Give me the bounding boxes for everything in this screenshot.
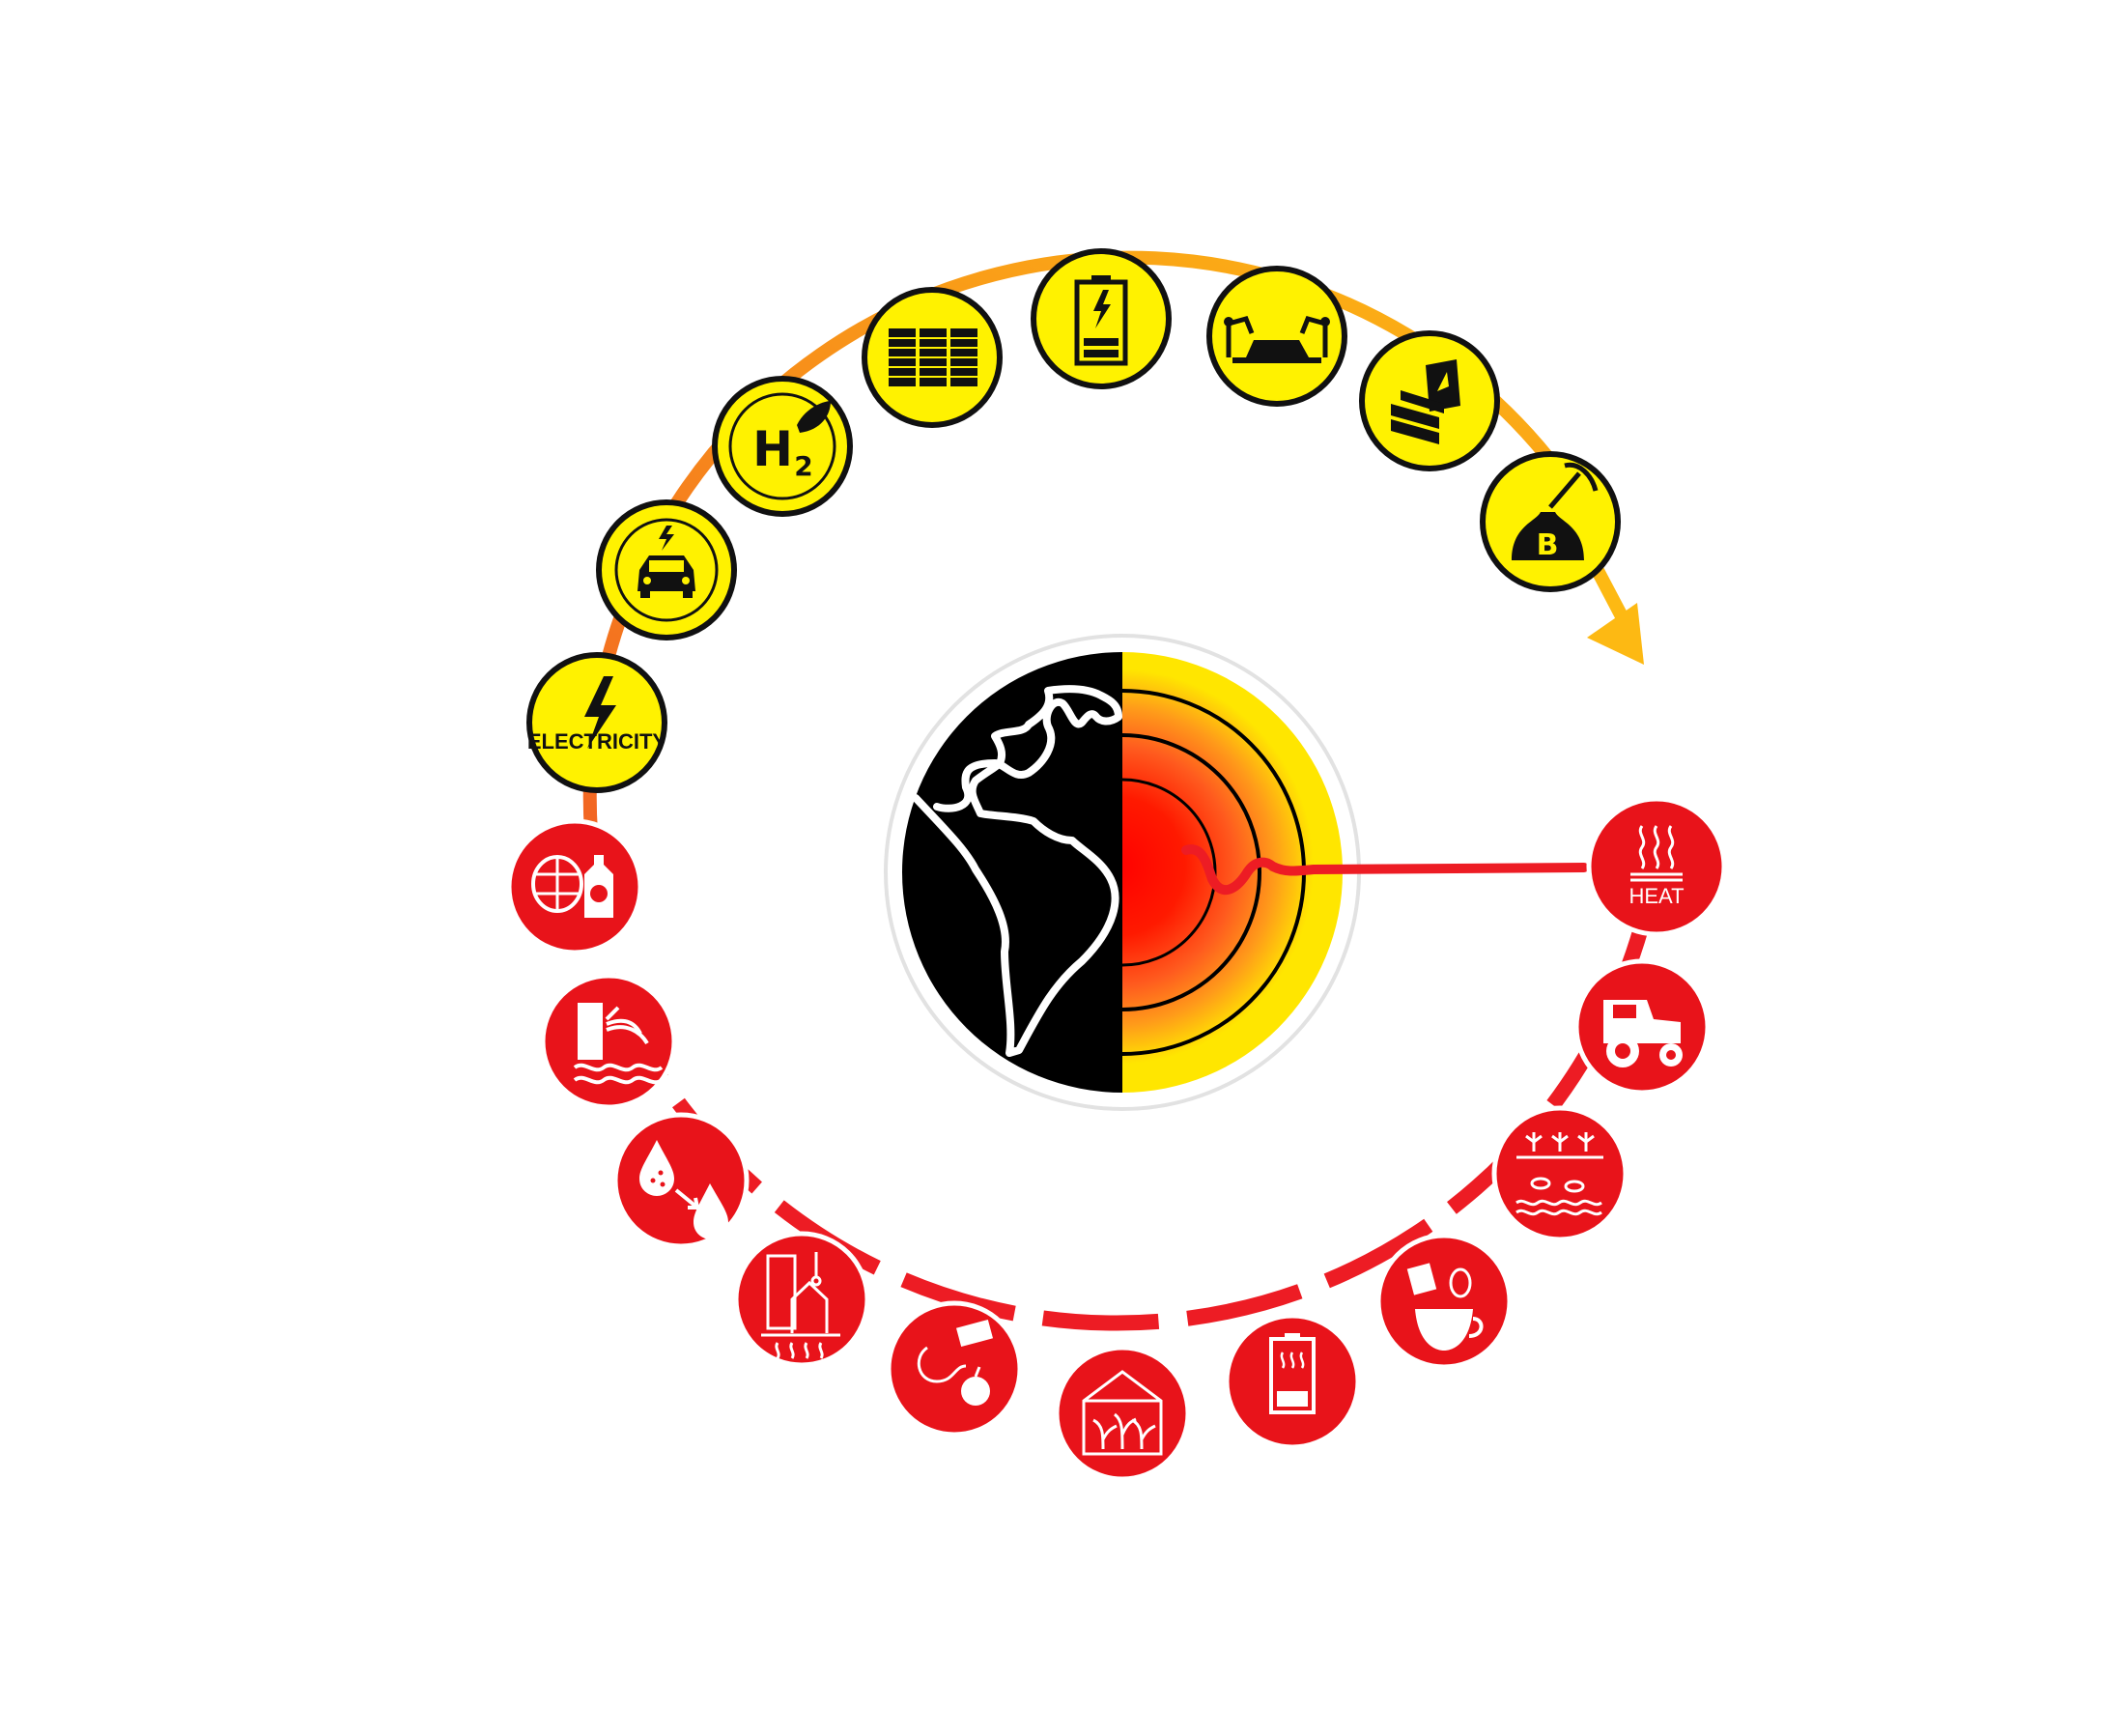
tractor-icon [1603,1000,1683,1067]
lightning-bolt-icon [584,676,616,749]
hydrogen-subscript: 2 [794,450,812,482]
node-crypto-mining[interactable]: B [1480,451,1621,592]
node-electricity[interactable]: ELECTRICITY [526,652,667,793]
node-industry[interactable] [1359,330,1500,471]
server-racks-icon [889,328,977,386]
food-processing-icon [917,1319,994,1406]
water-desalination-icon [639,1140,728,1239]
robotic-car-assembly-icon [1224,315,1330,363]
arrow-head-icon [1587,603,1644,665]
aquaponics-icon [1515,1132,1603,1216]
district-heating-icon [761,1252,840,1359]
node-desalination[interactable] [612,1112,750,1249]
coffee-drying-icon [1406,1263,1484,1351]
node-ev-charging[interactable] [596,499,737,640]
brewing-dairy-icon [531,855,613,918]
heat-label: HEAT [1628,884,1684,908]
node-heat[interactable]: HEAT [1586,796,1727,937]
earth-outline-americas-icon [912,685,1122,1057]
node-food-drying[interactable] [1375,1233,1513,1370]
steel-bars-icon [1391,359,1460,444]
green-hydrogen-icon: H [752,421,793,477]
node-manufacturing[interactable] [1206,266,1347,407]
leaf-icon [797,401,831,433]
heat-waves-icon [1630,825,1683,882]
node-battery[interactable] [1031,248,1172,389]
node-hydrogen[interactable]: H 2 [712,376,853,517]
node-agriculture[interactable] [1573,958,1711,1096]
battery-charging-icon [1074,275,1128,366]
center-globe [884,634,1361,1111]
heat-flow-arc [572,872,1661,1331]
spa-bathing-icon [573,1003,664,1085]
greenhouse-icon [1082,1370,1163,1456]
heat-flow-line [1181,844,1589,896]
thermal-battery-icon [1269,1333,1316,1414]
electric-car-icon [637,526,695,598]
node-heat-storage[interactable] [1224,1313,1361,1450]
node-bathing[interactable] [540,973,677,1110]
bitcoin-mining-icon: B [1512,462,1599,562]
electricity-label: ELECTRICITY [527,729,667,754]
svg-text:B: B [1537,528,1559,562]
node-data-center[interactable] [862,287,1003,428]
node-greenhouse[interactable] [1054,1345,1191,1482]
node-aquaponics[interactable] [1491,1105,1628,1242]
node-beverages[interactable] [506,818,643,955]
node-food-processing[interactable] [886,1300,1023,1437]
node-district-heating[interactable] [733,1231,870,1368]
